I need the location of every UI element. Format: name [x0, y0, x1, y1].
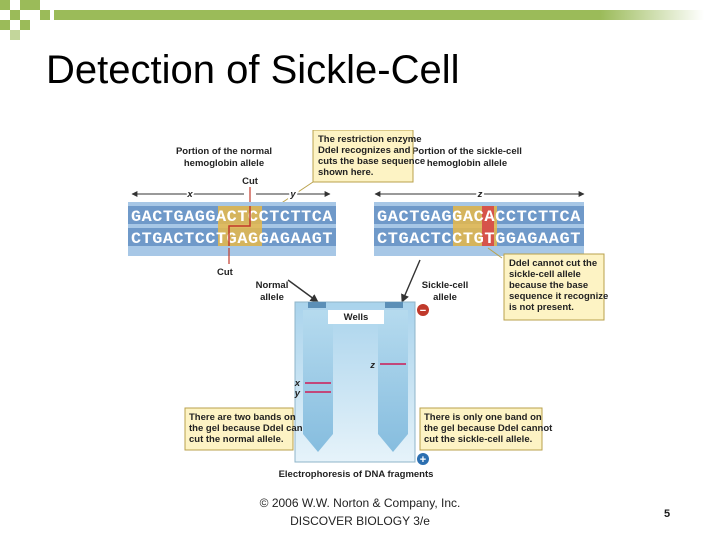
sickle-dna-strip: GACTGAGGACACCTCTTCA CTGACTCCTGTGGAGAAGT	[374, 202, 584, 256]
sickle-portion-label: hemoglobin allele	[427, 158, 507, 169]
lane-left	[303, 310, 333, 452]
callout-text: because the base	[509, 280, 588, 291]
callout-text: the gel because DdeI can	[189, 423, 303, 434]
cut-label-bottom: Cut	[217, 267, 234, 278]
decorative-square	[0, 0, 10, 10]
callout-text: cut the normal allele.	[189, 434, 284, 445]
minus-sign: −	[420, 305, 426, 317]
callout-text: cuts the base sequence	[318, 156, 425, 167]
decorative-square	[10, 10, 20, 20]
callout-text: DdeI recognizes and	[318, 145, 411, 156]
decorative-square	[10, 30, 20, 40]
wells-label: Wells	[344, 312, 369, 323]
gel-z-label: z	[369, 360, 375, 371]
callout-text: cut the sickle-cell allele.	[424, 434, 532, 445]
cut-label-top: Cut	[242, 176, 259, 187]
normal-dna-strip: GACTGAGGACTCCTCTTCA CTGACTCCTGAGGAGAAGT	[128, 202, 336, 256]
gel-x-label: x	[294, 378, 301, 389]
normal-allele-label: Normal	[256, 280, 289, 291]
well-right	[385, 302, 403, 308]
decorative-square	[30, 0, 40, 10]
y-label: y	[289, 189, 296, 200]
cannot-cut-callout: DdeI cannot cut the sickle-cell allele b…	[487, 247, 608, 321]
callout-text: There is only one band on	[424, 412, 542, 423]
one-band-callout: There is only one band on the gel becaus…	[419, 407, 553, 451]
slide-title: Detection of Sickle-Cell	[46, 48, 460, 92]
gel-y-label: y	[294, 388, 301, 399]
callout-text: DdeI cannot cut the	[509, 258, 597, 269]
sickle-portion-label: Portion of the sickle-cell	[412, 146, 522, 157]
sickle-sequence-bottom: CTGACTCCTGTGGAGAAGT	[377, 230, 581, 248]
decorative-square	[40, 10, 50, 20]
well-left	[308, 302, 326, 308]
lane-right	[378, 310, 408, 452]
sickle-allele-label: allele	[433, 292, 457, 303]
plus-sign: +	[420, 454, 426, 466]
sickle-cell-detection-figure: Portion of the normal hemoglobin allele …	[128, 130, 608, 485]
decorative-square	[20, 20, 30, 30]
positive-electrode-icon	[417, 453, 429, 465]
electrophoresis-gel: Wells x y z	[294, 301, 416, 463]
normal-portion-label: Portion of the normal	[176, 146, 272, 157]
callout-text: There are two bands on	[189, 412, 296, 423]
sickle-sequence-top: GACTGAGGACACCTCTTCA	[377, 208, 581, 226]
wells-label-bg	[328, 310, 384, 324]
normal-sequence-top: GACTGAGGACTCCTCTTCA	[131, 208, 333, 226]
callout-text: sickle-cell allele	[509, 269, 581, 280]
page-number: 5	[664, 508, 671, 520]
book-title-text: DISCOVER BIOLOGY 3/e	[290, 514, 430, 528]
callout-text: shown here.	[318, 167, 373, 178]
decorative-square	[20, 0, 30, 10]
x-label: x	[186, 189, 193, 200]
normal-portion-label: hemoglobin allele	[184, 158, 264, 169]
sickle-allele-label: Sickle-cell	[422, 280, 468, 291]
copyright-text: © 2006 W.W. Norton & Company, Inc.	[259, 496, 461, 510]
sickle-allele-arrow	[401, 259, 421, 303]
decorative-bar	[54, 10, 704, 20]
two-bands-callout: There are two bands on the gel because D…	[184, 407, 303, 451]
decorative-bar-fade	[600, 10, 704, 20]
callout-text: the gel because DdeI cannot	[424, 423, 553, 434]
cut-line	[228, 206, 251, 246]
callout-text: The restriction enzyme	[318, 134, 421, 145]
normal-allele-label: allele	[260, 292, 284, 303]
callout-text: sequence it recognizes	[509, 291, 608, 302]
figure-svg: Portion of the normal hemoglobin allele …	[128, 130, 608, 480]
enzyme-callout: The restriction enzyme DdeI recognizes a…	[273, 130, 425, 209]
normal-sequence-bottom: CTGACTCCTGAGGAGAAGT	[131, 230, 333, 248]
figure-caption: Electrophoresis of DNA fragments	[279, 469, 434, 480]
normal-allele-arrow	[287, 279, 319, 303]
footer: © 2006 W.W. Norton & Company, Inc. DISCO…	[232, 494, 488, 530]
callout-text: is not present.	[509, 302, 574, 313]
decorative-square	[0, 20, 10, 30]
z-label: z	[477, 189, 483, 200]
negative-electrode-icon	[417, 304, 429, 316]
